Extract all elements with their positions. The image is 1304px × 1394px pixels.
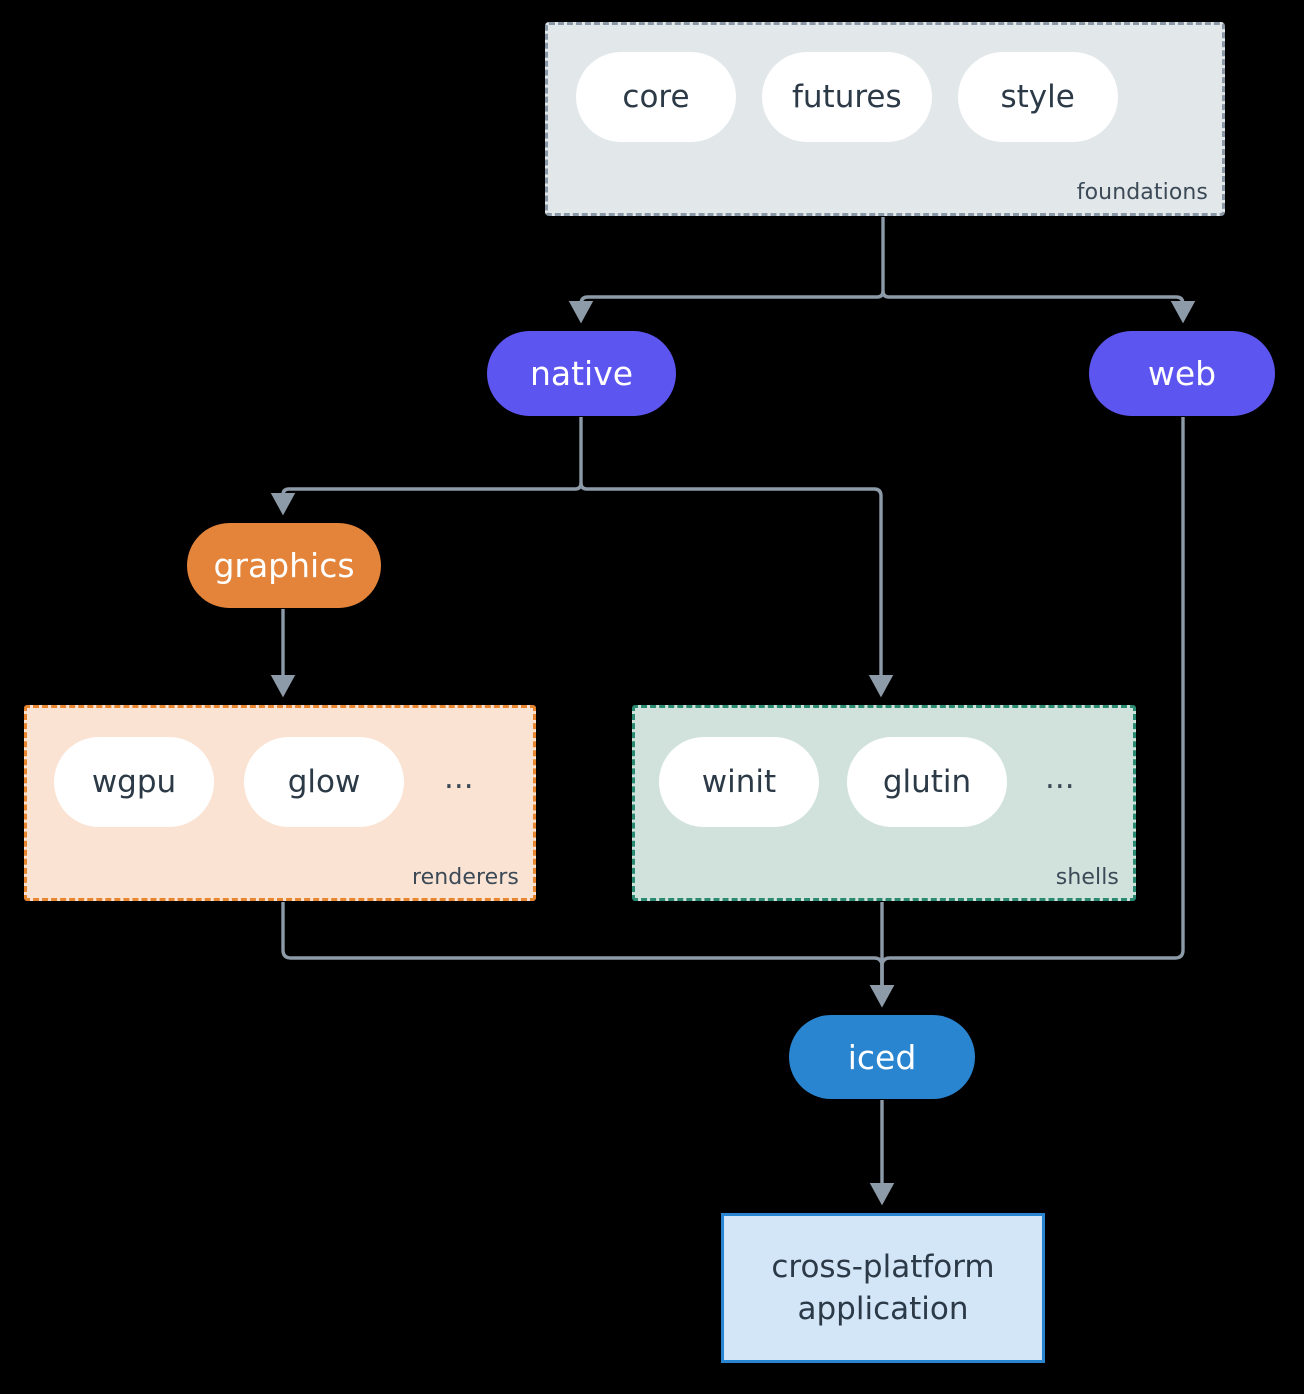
chip-wgpu[interactable]: wgpu — [54, 737, 214, 827]
chip-glow[interactable]: glow — [244, 737, 404, 827]
node-native[interactable]: native — [487, 331, 676, 416]
chip-style[interactable]: style — [957, 52, 1118, 142]
shells-ellipsis: ... — [1045, 759, 1075, 796]
group-shells-label: shells — [1055, 865, 1119, 890]
edge-native-graphics — [270, 417, 583, 516]
edge-renderers-iced — [281, 902, 895, 1008]
node-web[interactable]: web — [1089, 331, 1275, 416]
renderers-ellipsis: ... — [444, 759, 474, 796]
group-renderers-items: wgpu glow ... — [54, 737, 478, 827]
group-foundations: core futures style foundations — [545, 22, 1225, 216]
group-shells: winit glutin ... shells — [632, 705, 1136, 901]
node-iced[interactable]: iced — [789, 1015, 975, 1099]
edge-foundations-native — [568, 217, 885, 324]
edge-foundations-web — [881, 290, 1196, 324]
application-label-line1: cross-platform — [771, 1248, 995, 1285]
chip-core[interactable]: core — [576, 52, 736, 142]
chip-winit[interactable]: winit — [659, 737, 819, 827]
group-foundations-label: foundations — [1076, 180, 1208, 205]
group-renderers-label: renderers — [411, 865, 519, 890]
group-foundations-items: core futures style — [576, 52, 1118, 142]
edge-native-shells — [579, 482, 894, 698]
node-graphics[interactable]: graphics — [187, 523, 381, 608]
chip-futures[interactable]: futures — [762, 52, 932, 142]
group-shells-items: winit glutin ... — [659, 737, 1079, 827]
node-cross-platform-application[interactable]: cross-platform application — [721, 1213, 1045, 1363]
chip-glutin[interactable]: glutin — [847, 737, 1007, 827]
application-label-line2: application — [797, 1291, 969, 1327]
group-renderers: wgpu glow ... renderers — [24, 705, 536, 901]
edge-web-iced — [869, 417, 1185, 1008]
